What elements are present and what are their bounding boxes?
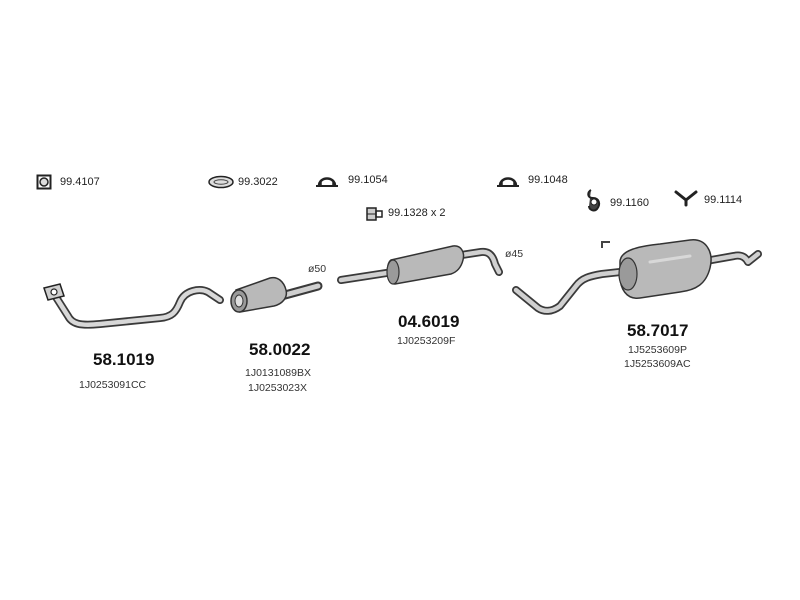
rear-silencer-icon: [512, 239, 762, 315]
oem-number: 1J0253023X: [248, 382, 307, 394]
oem-number: 1J5253609P: [628, 344, 687, 356]
accessory-code-99-1160: 99.1160: [610, 197, 649, 209]
oem-number: 1J0131089BX: [245, 367, 311, 379]
accessory-code-99-1114: 99.1114: [704, 194, 743, 206]
exhaust-clamp-icon: [497, 177, 519, 187]
oem-number: 1J5253609AC: [624, 358, 691, 370]
diameter-45: ø45: [505, 248, 524, 260]
accessory-code-99-3022: 99.3022: [238, 176, 278, 188]
part-number-04-6019: 04.6019: [398, 312, 460, 331]
catalytic-converter-icon: [230, 276, 323, 313]
oem-number: 1J0253091CC: [79, 379, 147, 391]
accessory-code-99-1048: 99.1048: [528, 174, 568, 186]
oem-number: 1J0253209F: [397, 335, 456, 347]
part-number-58-7017: 58.7017: [627, 321, 689, 340]
accessory-code-99-1328: 99.1328 x 2: [388, 207, 446, 219]
accessory-code-99-1054: 99.1054: [348, 174, 388, 186]
rubber-hanger-icon: [587, 189, 601, 212]
y-hanger-icon: [674, 190, 698, 207]
mounting-bracket-icon: [366, 207, 383, 221]
exhaust-clamp-icon: [316, 177, 338, 187]
square-clamp-icon: [36, 174, 52, 190]
part-number-58-0022: 58.0022: [249, 340, 311, 359]
middle-silencer-icon: [337, 245, 503, 285]
accessory-code-99-4107: 99.4107: [60, 176, 100, 188]
part-number-58-1019: 58.1019: [93, 350, 155, 369]
front-pipe-icon: [43, 283, 224, 329]
diameter-50: ø50: [308, 263, 327, 275]
oval-gasket-icon: [208, 175, 234, 189]
